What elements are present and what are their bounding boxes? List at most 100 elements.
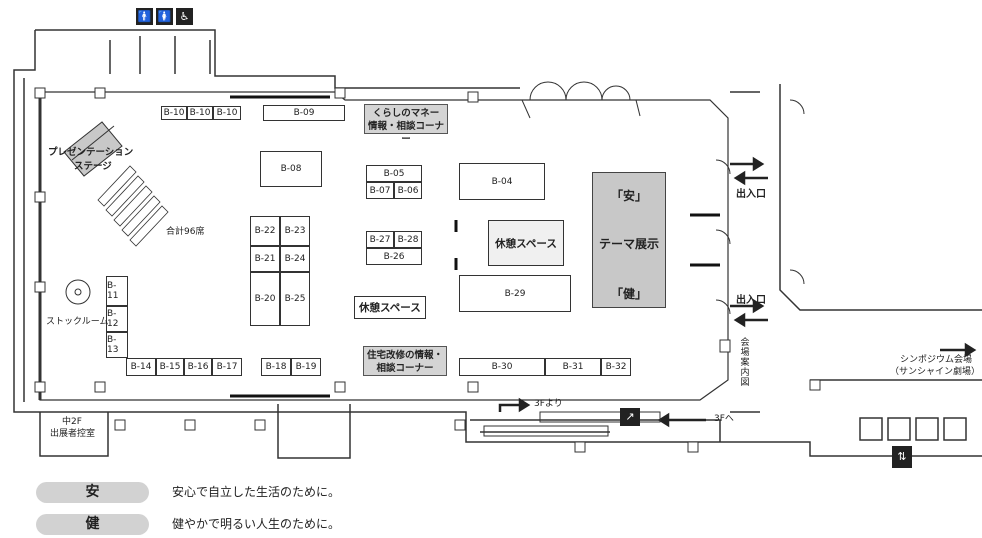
waiting-room-line1: 中2F xyxy=(62,417,82,427)
legend-text-an: 安心で自立した生活のために。 xyxy=(172,485,341,499)
booth-b-04[interactable]: B-04 xyxy=(459,163,545,200)
booth-b-24[interactable]: B-24 xyxy=(280,246,310,272)
booth-b-20[interactable]: B-20 xyxy=(250,272,280,326)
booth-b-25[interactable]: B-25 xyxy=(280,272,310,326)
waiting-room-line2: 出展者控室 xyxy=(50,429,96,439)
booth-b-26[interactable]: B-26 xyxy=(366,248,422,265)
stock-room-label: ストックルーム xyxy=(46,317,109,327)
legend-text-ken: 健やかで明るい人生のために。 xyxy=(172,517,341,531)
booth-label: B-18 xyxy=(265,362,287,372)
symposium-line1: シンポジウム会場 xyxy=(900,355,973,365)
booth-b-10c[interactable]: B-10 xyxy=(213,106,241,120)
to-3f-label: 3Fへ xyxy=(714,414,734,424)
theme-mid: テーマ展示 xyxy=(598,237,659,251)
booth-label: B-10 xyxy=(216,108,238,118)
money-corner-line1: くらしのマネー xyxy=(372,108,440,119)
booth-label: B-05 xyxy=(383,168,405,179)
booth-b-30[interactable]: B-30 xyxy=(459,358,545,376)
money-corner[interactable]: くらしのマネー 情報・相談コーナー xyxy=(364,104,448,145)
rest-space-lower: 休憩スペース xyxy=(354,296,426,319)
entrance-top-label[interactable]: 出入口 xyxy=(736,189,766,200)
booth-b-05[interactable]: B-05 xyxy=(366,165,422,182)
booth-b-12[interactable]: B-12 xyxy=(106,306,128,332)
booth-b-10b[interactable]: B-10 xyxy=(187,106,213,120)
booth-label: B-07 xyxy=(369,185,391,196)
rest-space-center[interactable]: 休憩スペース xyxy=(488,220,564,266)
booth-label: B-29 xyxy=(504,288,526,299)
booth-label: B-06 xyxy=(397,185,419,196)
booth-b-13[interactable]: B-13 xyxy=(106,332,128,358)
booth-b-11[interactable]: B-11 xyxy=(106,276,128,306)
escalator-icon: ↗ xyxy=(620,408,640,426)
booth-b-07[interactable]: B-07 xyxy=(366,182,394,199)
booth-label: B-16 xyxy=(187,362,209,372)
venue-guide: 会 場 案 内 図 xyxy=(740,338,750,388)
booth-b-19[interactable]: B-19 xyxy=(291,358,321,376)
booth-label: B-30 xyxy=(491,362,513,372)
rest-space-center-label: 休憩スペース xyxy=(495,237,557,250)
guide-char: 図 xyxy=(740,378,750,388)
guide-char: 内 xyxy=(740,368,750,378)
booth-b-17[interactable]: B-17 xyxy=(212,358,242,376)
booth-b-27[interactable]: B-27 xyxy=(366,231,394,248)
theme-bottom: 「健」 xyxy=(610,287,647,301)
booth-b-08[interactable]: B-08 xyxy=(260,151,322,187)
booth-label: B-10 xyxy=(189,108,211,118)
guide-char: 案 xyxy=(740,358,750,368)
housing-corner[interactable]: 住宅改修の情報・ 相談コーナー xyxy=(363,346,447,376)
floor-map xyxy=(13,29,982,459)
theme-exhibit[interactable]: 「安」 テーマ展示 「健」 xyxy=(592,172,666,308)
booth-label: B-21 xyxy=(254,254,276,264)
booth-b-09[interactable]: B-09 xyxy=(263,105,345,121)
booth-b-29[interactable]: B-29 xyxy=(459,275,571,312)
housing-corner-line2: 相談コーナー xyxy=(376,363,434,374)
wheelchair-icon: ♿ xyxy=(176,8,193,25)
booth-label: B-10 xyxy=(163,108,185,118)
booth-label: B-32 xyxy=(605,362,627,372)
booth-b-18[interactable]: B-18 xyxy=(261,358,291,376)
entrance-bottom-label[interactable]: 出入口 xyxy=(736,295,766,306)
booth-b-23[interactable]: B-23 xyxy=(280,216,310,246)
booth-label: B-11 xyxy=(107,281,119,301)
booth-b-22[interactable]: B-22 xyxy=(250,216,280,246)
booth-label: B-17 xyxy=(216,362,238,372)
female-restroom-icon: 🚺 xyxy=(156,8,173,25)
from-3f-label: 3Fより xyxy=(534,399,563,409)
booth-label: B-20 xyxy=(254,294,276,304)
symposium-line2: （サンシャイン劇場） xyxy=(890,367,981,377)
booth-label: B-08 xyxy=(280,164,302,174)
money-corner-line2: 情報・相談コーナー xyxy=(367,121,444,145)
male-restroom-icon: 🚹 xyxy=(136,8,153,25)
seats-label: 合計96席 xyxy=(166,227,205,237)
booth-label: B-27 xyxy=(369,234,391,245)
housing-corner-line1: 住宅改修の情報・ xyxy=(366,350,443,361)
booth-b-15[interactable]: B-15 xyxy=(156,358,184,376)
booth-b-06[interactable]: B-06 xyxy=(394,182,422,199)
stage-label-2: ステージ xyxy=(74,161,112,172)
booth-b-21[interactable]: B-21 xyxy=(250,246,280,272)
booth-b-16[interactable]: B-16 xyxy=(184,358,212,376)
theme-top: 「安」 xyxy=(610,189,647,203)
booth-label: B-04 xyxy=(491,176,513,187)
booth-b-28[interactable]: B-28 xyxy=(394,231,422,248)
booth-b-10a[interactable]: B-10 xyxy=(161,106,187,120)
booth-label: B-22 xyxy=(254,226,276,236)
legend-key-ken: 健 xyxy=(36,514,149,535)
booth-label: B-31 xyxy=(562,362,584,372)
booth-label: B-15 xyxy=(159,362,181,372)
booth-label: B-14 xyxy=(130,362,152,372)
booth-label: B-26 xyxy=(383,251,405,262)
booth-label: B-23 xyxy=(284,226,306,236)
booth-b-14[interactable]: B-14 xyxy=(126,358,156,376)
guide-char: 会 xyxy=(740,338,750,348)
stage-label-1: プレゼンテーション xyxy=(48,147,134,158)
booth-b-31[interactable]: B-31 xyxy=(545,358,601,376)
booth-label: B-09 xyxy=(293,108,315,118)
booth-label: B-24 xyxy=(284,254,306,264)
booth-b-32[interactable]: B-32 xyxy=(601,358,631,376)
booth-label: B-19 xyxy=(295,362,317,372)
guide-char: 場 xyxy=(740,348,750,358)
booth-label: B-13 xyxy=(107,335,119,355)
booth-label: B-28 xyxy=(397,234,419,245)
legend-key-an: 安 xyxy=(36,482,149,503)
